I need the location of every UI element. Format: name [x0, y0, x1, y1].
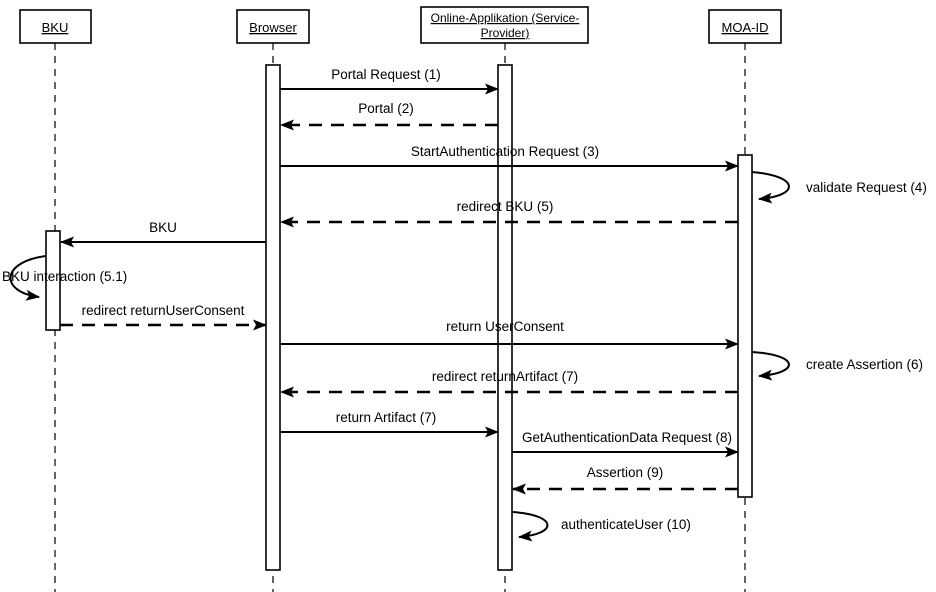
message-assertion[interactable]: Assertion (9): [512, 465, 738, 495]
activation-bars: [45, 64, 753, 571]
message-redirect-bku[interactable]: redirect BKU (5): [280, 199, 738, 228]
message-authenticateuser[interactable]: authenticateUser (10): [511, 511, 691, 542]
participant-browser[interactable]: Browser: [236, 9, 310, 44]
activation-browser: [265, 64, 281, 571]
message-create-assertion[interactable]: create Assertion (6): [751, 351, 923, 381]
participant-moa-id-label: MOA-ID: [722, 20, 769, 35]
participant-bku-label: BKU: [42, 20, 69, 35]
participant-moa-id[interactable]: MOA-ID: [708, 9, 782, 44]
participant-online-applikation-label-line1: Online-Applikation (Service-: [431, 11, 580, 25]
message-bku-interaction-curve: [9, 255, 47, 301]
message-redirect-returnuserconsent-label: redirect returnUserConsent: [82, 303, 245, 318]
participant-online-applikation[interactable]: Online-Applikation (Service- Provider): [420, 6, 589, 44]
message-portal-request-label: Portal Request (1): [331, 67, 441, 82]
message-bku-interaction-label: BKU interaction (5.1): [2, 269, 127, 284]
message-bku-interaction[interactable]: BKU interaction (5.1): [2, 255, 127, 301]
activation-online-applikation: [497, 64, 513, 571]
message-bku-label: BKU: [149, 220, 177, 235]
activation-bku: [45, 230, 61, 331]
message-assertion-label: Assertion (9): [587, 465, 664, 480]
participant-headers: BKU Browser Online-Applikation (Service-…: [19, 6, 782, 44]
participant-bku[interactable]: BKU: [19, 9, 92, 44]
activation-moa-id: [737, 154, 753, 498]
message-bku[interactable]: BKU: [60, 220, 266, 248]
message-portal-label: Portal (2): [358, 101, 414, 116]
message-getauthenticationdata-request[interactable]: GetAuthenticationData Request (8): [512, 430, 739, 458]
message-redirect-returnuserconsent[interactable]: redirect returnUserConsent: [60, 303, 267, 331]
message-portal-request[interactable]: Portal Request (1): [280, 67, 499, 95]
message-startauthentication-request-label: StartAuthentication Request (3): [411, 144, 599, 159]
message-return-artifact-label: return Artifact (7): [336, 410, 437, 425]
message-validate-request[interactable]: validate Request (4): [751, 171, 927, 204]
message-redirect-returnartifact[interactable]: redirect returnArtifact (7): [280, 369, 738, 398]
message-startauthentication-request[interactable]: StartAuthentication Request (3): [280, 144, 739, 172]
message-redirect-bku-label: redirect BKU (5): [457, 199, 554, 214]
message-getauthenticationdata-request-label: GetAuthenticationData Request (8): [522, 430, 732, 445]
message-return-userconsent-label: return UserConsent: [446, 319, 564, 334]
message-redirect-returnartifact-label: redirect returnArtifact (7): [432, 369, 578, 384]
message-portal[interactable]: Portal (2): [280, 101, 498, 131]
participant-browser-box[interactable]: [236, 9, 310, 44]
participant-moa-id-box[interactable]: [708, 9, 782, 44]
message-return-userconsent[interactable]: return UserConsent: [280, 319, 739, 350]
message-authenticateuser-label: authenticateUser (10): [561, 517, 691, 532]
participant-bku-box[interactable]: [19, 9, 92, 44]
message-authenticateuser-curve: [511, 511, 549, 542]
message-return-artifact[interactable]: return Artifact (7): [280, 410, 499, 438]
message-create-assertion-curve: [751, 351, 790, 381]
message-validate-request-label: validate Request (4): [806, 180, 927, 195]
message-create-assertion-label: create Assertion (6): [806, 357, 923, 372]
message-validate-request-curve: [751, 171, 790, 204]
participant-browser-label: Browser: [249, 20, 297, 35]
participant-online-applikation-box[interactable]: [420, 6, 589, 44]
participant-online-applikation-label-line2: Provider): [481, 26, 530, 40]
